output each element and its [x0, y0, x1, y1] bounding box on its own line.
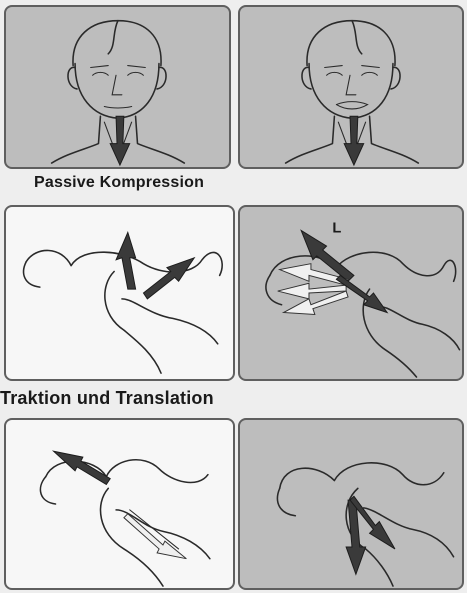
face-illustration-right: [240, 7, 462, 167]
joint-panel-bottom-right: [238, 418, 464, 590]
caption-passive-compression: Passive Kompression: [34, 174, 204, 192]
joint-illustration-left: [6, 207, 233, 379]
face-illustration-left: [6, 7, 229, 167]
arrow-label-L: L: [332, 220, 341, 236]
face-panel-right: [238, 5, 464, 169]
joint-illustration-bottom-right: [240, 420, 462, 588]
joint-panel-right: L: [238, 205, 464, 381]
face-panel-left: [4, 5, 231, 169]
joint-panel-left: [4, 205, 235, 381]
caption-traction-translation: Traktion und Translation: [0, 388, 214, 409]
joint-illustration-right: L: [240, 207, 462, 379]
joint-panel-bottom-left: [4, 418, 235, 590]
joint-illustration-bottom-left: [6, 420, 233, 588]
